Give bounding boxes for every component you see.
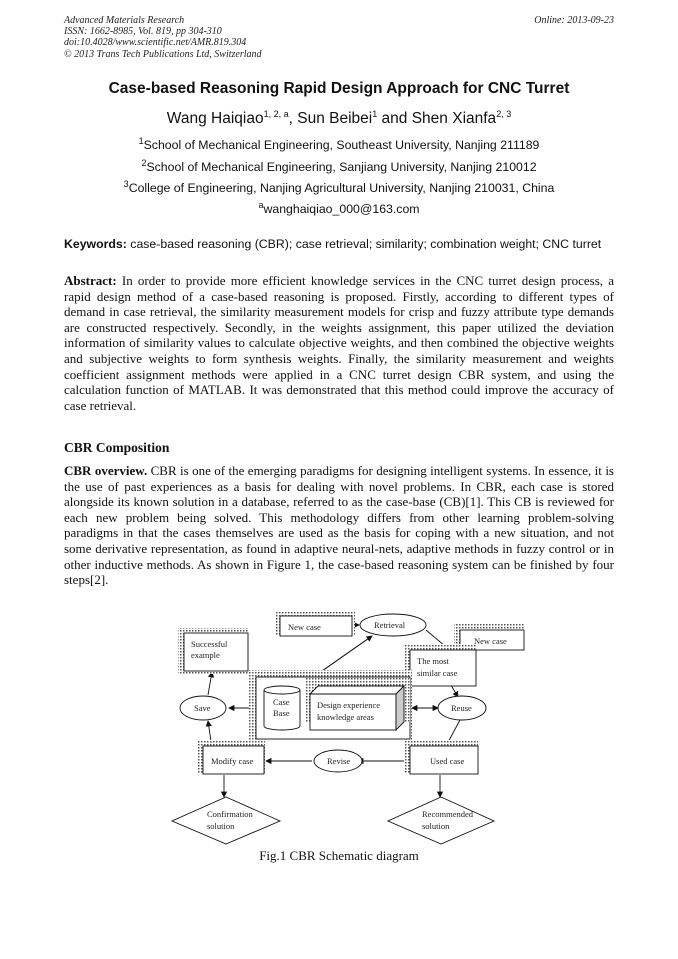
most-similar-case-label: similar case [417,668,458,678]
journal-header: Advanced Materials Research ISSN: 1662-8… [64,15,262,60]
affiliation-sup: a [258,199,264,210]
revise-node [313,749,363,773]
author-sup: 1, 2, a [263,108,289,119]
case-base-cylinder [263,685,301,731]
journal-name: Advanced Materials Research [64,15,185,26]
affiliation-1: 1School of Mechanical Engineering, South… [0,135,678,152]
retrieval-node [359,613,427,637]
author-sup: 1 [372,108,378,119]
successful-example-box [183,632,249,672]
recommended-solution-label: solution [422,821,450,831]
overview-paragraph: CBR overview. CBR is one of the emerging… [64,463,614,588]
online-date: Online: 2013-09-23 [534,15,614,26]
retrieval-label: Retrieval [374,620,406,630]
modify-case-label: Modify case [211,756,253,766]
used-case-label: Used case [430,756,464,766]
new-case-label-right: New case [474,636,507,646]
design-experience-box [308,684,406,732]
abstract-paragraph: Abstract: In order to provide more effic… [64,273,614,413]
author-sup: 2, 3 [496,108,512,119]
abstract-label: Abstract: [64,273,117,288]
case-base-label: Base [273,708,290,718]
confirmation-solution-diamond [170,796,282,845]
affiliation-3: 3College of Engineering, Nanjing Agricul… [0,178,678,195]
abstract-text: In order to provide more efficient knowl… [64,273,614,413]
author-name: Sun Beibei [297,110,373,127]
issn-line: ISSN: 1662-8985, Vol. 819, pp 304-310 [64,26,222,38]
most-similar-case-box [409,649,477,687]
author-separator: and [377,110,412,127]
cbr-schematic-diagram: New case Retrieval Successful example Ne… [170,611,525,845]
confirmation-solution-label: solution [207,821,235,831]
successful-example-label: example [191,650,220,660]
author-separator: , [288,110,298,127]
most-similar-case-label: The most [417,656,450,666]
keywords-label: Keywords: [64,237,127,251]
connector [207,671,215,696]
new-case-label: New case [288,622,321,632]
paper-title: Case-based Reasoning Rapid Design Approa… [108,80,570,97]
keywords: Keywords: case-based reasoning (CBR); ca… [64,237,624,251]
keywords-text: case-based reasoning (CBR); case retriev… [126,237,602,251]
affiliation-text: School of Mechanical Engineering, Sanjia… [146,160,537,174]
affiliation-sup: 2 [141,157,147,168]
affiliation-text: College of Engineering, Nanjing Agricult… [128,181,555,195]
affiliation-email: awanghaiqiao_000@163.com [0,199,678,216]
section-heading: CBR Composition [64,440,170,455]
reuse-node [437,695,487,721]
revise-label: Revise [327,756,350,766]
author-name: Shen Xianfa [411,110,497,127]
reuse-label: Reuse [451,703,472,713]
confirmation-solution-label: Confirmation [207,809,254,819]
overview-text: CBR is one of the emerging paradigms for… [64,463,614,588]
author-name: Wang Haiqiao [166,110,264,127]
successful-example-label: Successful [191,639,228,649]
copyright-line: © 2013 Trans Tech Publications Ltd, Swit… [64,48,262,60]
figure-caption: Fig.1 CBR Schematic diagram [259,848,419,863]
case-base-label: Case [273,697,290,707]
overview-label: CBR overview. [64,463,148,478]
recommended-solution-label: Recommended [422,809,474,819]
affiliation-sup: 3 [123,178,129,189]
design-experience-label: Design experience [317,700,380,710]
new-case-box [279,615,353,637]
save-node [179,695,227,721]
affiliation-2: 2School of Mechanical Engineering, Sanji… [0,157,678,174]
save-label: Save [194,703,211,713]
affiliation-sup: 1 [138,135,144,146]
recommended-solution-diamond [386,796,496,845]
used-case-box [409,745,479,775]
modify-case-box [202,745,265,775]
doi-line: doi:10.4028/www.scientific.net/AMR.819.3… [64,37,247,49]
author-line: Wang Haiqiao1, 2, a, Sun Beibei1 and She… [0,108,678,128]
affiliation-text: School of Mechanical Engineering, Southe… [143,138,540,152]
email-text: wanghaiqiao_000@163.com [263,202,420,216]
design-experience-label: knowledge areas [317,712,374,722]
